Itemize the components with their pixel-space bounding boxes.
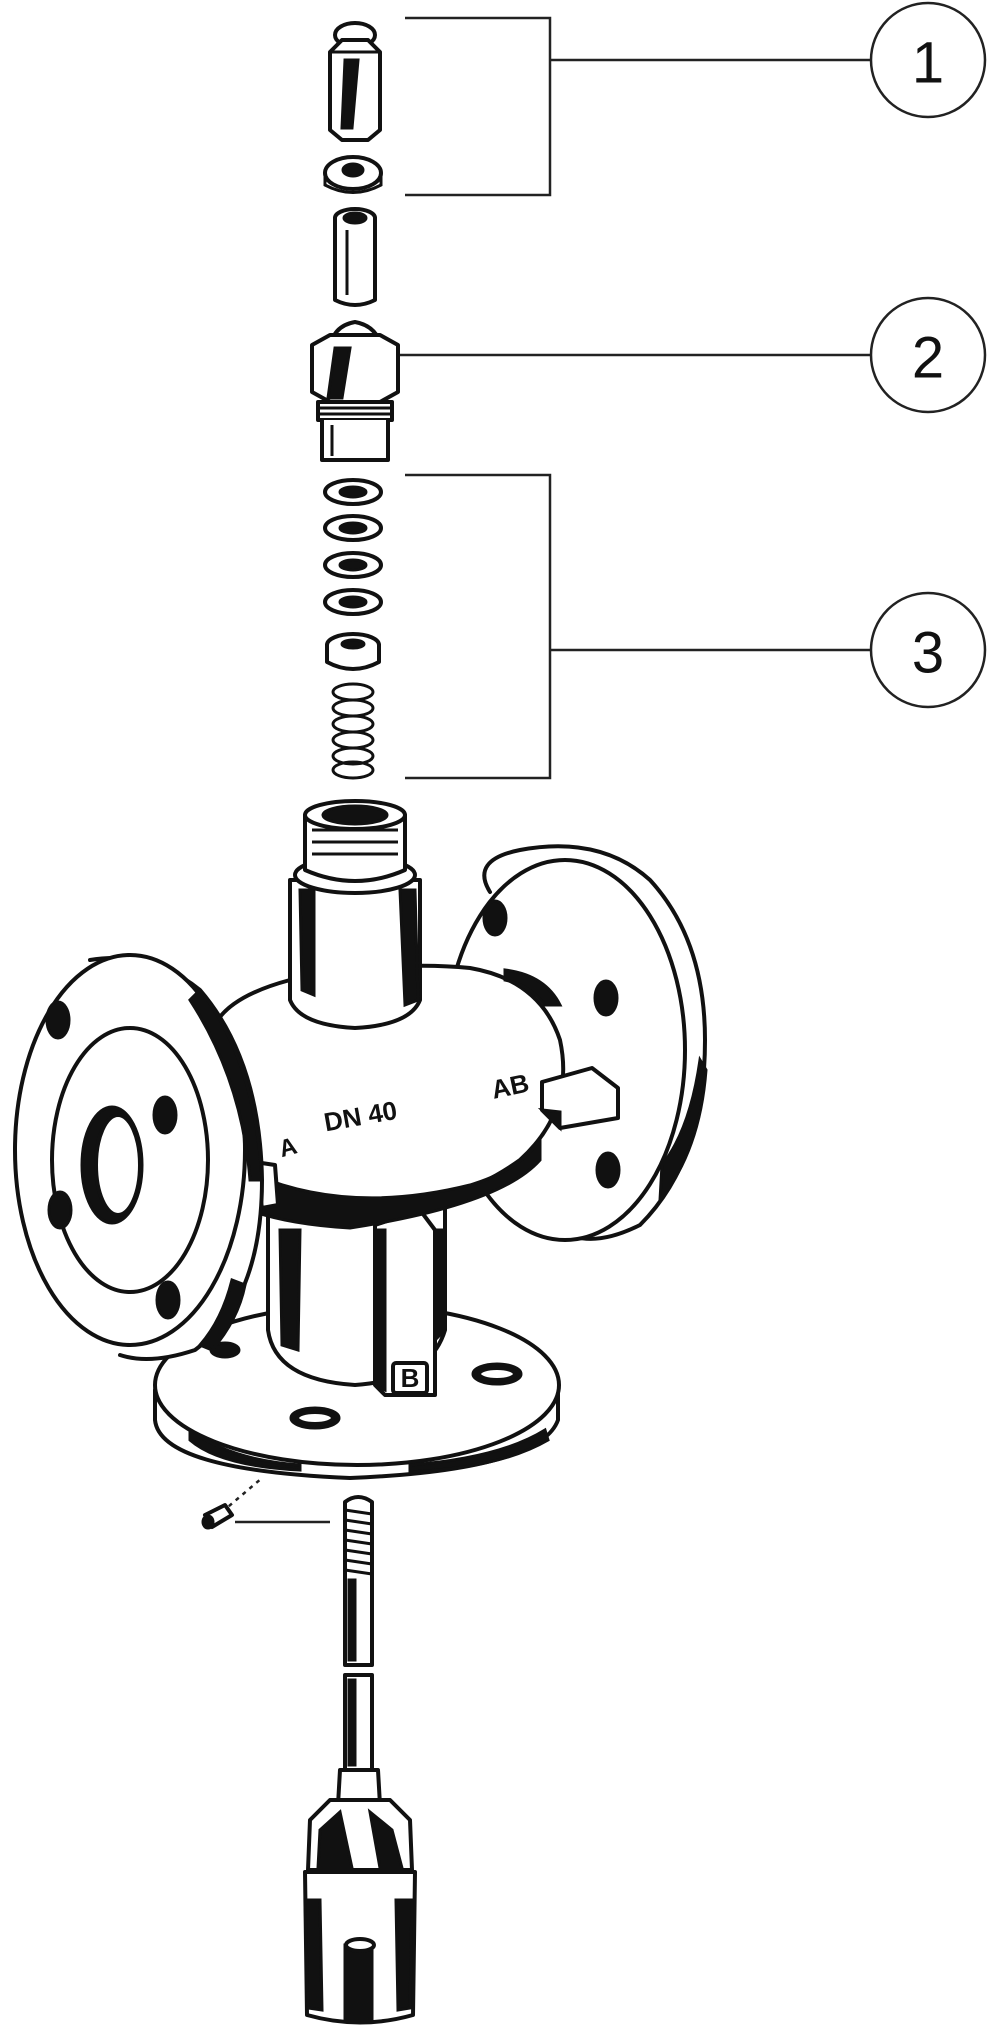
- part-nut: [323, 155, 383, 194]
- washer-4: [323, 588, 383, 616]
- part-washer-stack: [323, 478, 383, 671]
- part-gland: [310, 320, 400, 462]
- upper-neck: [288, 799, 422, 1030]
- left-flange: [13, 953, 264, 1361]
- port-b-badge: [391, 1361, 429, 1395]
- part-spring: [331, 682, 375, 780]
- callout-2: 2: [869, 296, 987, 414]
- washer-3: [323, 551, 383, 579]
- part-sleeve: [333, 207, 377, 307]
- main-bowl: DN 40 A AB: [204, 963, 620, 1230]
- thick-washer: [325, 632, 381, 671]
- callout-label-3: 3: [912, 621, 944, 686]
- part-cap: [328, 21, 382, 142]
- part-plug: [303, 1768, 417, 2025]
- callout-leaders: [221, 16, 870, 1524]
- callout-circle-1: [869, 1, 987, 119]
- callout-label-1: 1: [912, 31, 944, 96]
- washer-1: [323, 478, 383, 506]
- part-pin: [201, 1503, 234, 1530]
- callout-circle-2: [869, 296, 987, 414]
- washer-2: [323, 514, 383, 542]
- callout-label-2: 2: [912, 326, 944, 391]
- port-a-label: A: [276, 1132, 300, 1163]
- valve-body: B DN 40 A AB: [13, 799, 708, 1480]
- right-flange: [443, 844, 708, 1242]
- bracket-1: [405, 16, 552, 197]
- callout-1: 1: [869, 1, 987, 119]
- bracket-3: [405, 473, 552, 780]
- callout-3: 3: [869, 591, 987, 709]
- bottom-flange: [153, 1303, 561, 1480]
- port-b-label: B: [401, 1363, 420, 1393]
- callout-circle-3: [869, 591, 987, 709]
- part-stem: [343, 1495, 374, 1772]
- lower-neck: B: [266, 1193, 447, 1397]
